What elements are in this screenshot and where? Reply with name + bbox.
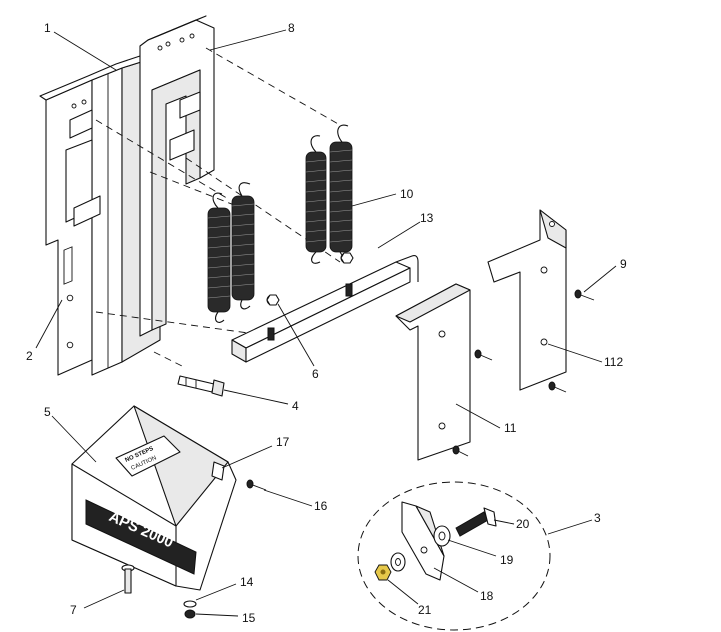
part-8-rear-channel <box>139 15 215 337</box>
callout-5: 5 <box>44 405 51 419</box>
part-112-back-bracket <box>487 209 567 391</box>
screws <box>246 289 595 491</box>
part-11-mounting-bracket <box>395 283 471 461</box>
callout-2: 2 <box>26 349 33 363</box>
springs-left <box>207 182 255 323</box>
callout-4: 4 <box>292 399 299 413</box>
callout-15: 15 <box>242 611 256 625</box>
detail-3-assembly <box>357 481 551 631</box>
callout-13: 13 <box>420 211 434 225</box>
screw-9 <box>574 289 595 301</box>
callout-9: 9 <box>620 257 627 271</box>
screw-112-lower <box>548 381 567 393</box>
callout-16: 16 <box>314 499 328 513</box>
callout-10: 10 <box>400 187 414 201</box>
screw-11-upper <box>474 349 493 361</box>
callout-7: 7 <box>70 603 77 617</box>
alignment-lines <box>95 47 341 369</box>
callout-19: 19 <box>500 553 514 567</box>
part-7-bolt <box>121 564 135 594</box>
callout-labels: 1 8 10 13 9 112 11 2 6 4 5 17 16 3 20 19… <box>26 21 627 625</box>
part-14-15-washer-screw <box>183 600 197 619</box>
leader-lines <box>35 29 617 617</box>
callout-17: 17 <box>276 435 290 449</box>
callout-3: 3 <box>594 511 601 525</box>
callout-11: 11 <box>504 421 517 435</box>
screw-11-lower <box>452 445 469 457</box>
callout-14: 14 <box>240 575 254 589</box>
part-4-anchor-bolt <box>177 375 225 397</box>
part-10-springs-right <box>305 124 353 264</box>
callout-20: 20 <box>516 517 530 531</box>
part-5-cover: APS 2000 NO STEPS CAUTION <box>71 405 237 591</box>
callout-8: 8 <box>288 21 295 35</box>
callout-18: 18 <box>480 589 494 603</box>
part-13-spring-bar <box>231 252 419 363</box>
screw-16 <box>246 479 267 491</box>
callout-21: 21 <box>418 603 432 617</box>
callout-1: 1 <box>44 21 51 35</box>
callout-6: 6 <box>312 367 319 381</box>
callout-112: 112 <box>604 355 623 369</box>
